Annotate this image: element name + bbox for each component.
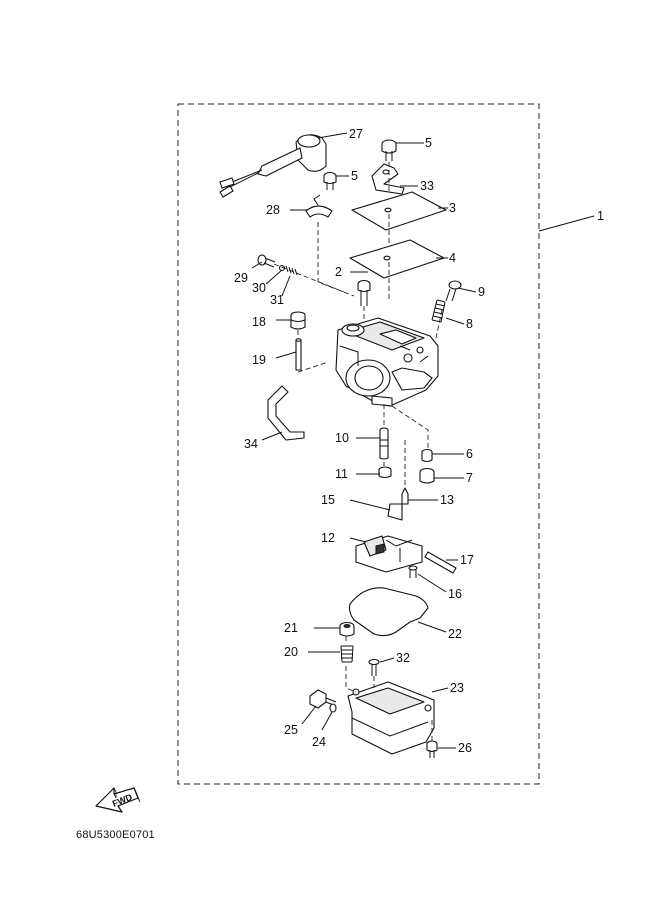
callout-labels: 1 2 3 4 5 5 6 7 8 9 10 11 12 13 15 16 17… <box>234 127 604 755</box>
callout-28: 28 <box>266 203 280 217</box>
part-28-clip <box>305 194 333 218</box>
part-17-float-pin <box>424 551 457 574</box>
callout-9: 9 <box>478 285 485 299</box>
part-12-float <box>355 535 423 573</box>
callout-13: 13 <box>440 493 454 507</box>
part-3-cover <box>351 191 447 231</box>
callout-5-upper: 5 <box>425 136 432 150</box>
carburetor-body <box>335 317 439 407</box>
callout-8: 8 <box>466 317 473 331</box>
part-13-needle-valve <box>401 487 409 505</box>
part-10-nozzle <box>379 427 389 460</box>
part-15-plate <box>387 503 403 521</box>
assembly-boundary <box>177 103 540 785</box>
part-6-plug <box>421 448 433 463</box>
callout-20: 20 <box>284 645 298 659</box>
part-7-cap <box>419 467 435 484</box>
part-24-o-ring <box>329 703 337 713</box>
part-8-spring <box>431 299 446 323</box>
callout-17: 17 <box>460 553 474 567</box>
part-23-float-chamber <box>347 681 435 755</box>
part-19-tube <box>295 338 302 371</box>
callout-29: 29 <box>234 271 248 285</box>
callout-27: 27 <box>349 127 363 141</box>
callout-6: 6 <box>466 447 473 461</box>
part-26-screw <box>426 740 438 758</box>
callout-24: 24 <box>312 735 326 749</box>
callout-5-lower: 5 <box>351 169 358 183</box>
part-5-screw-upper <box>381 139 397 161</box>
callout-22: 22 <box>448 627 462 641</box>
callout-12: 12 <box>321 531 335 545</box>
part-22-gasket <box>348 587 429 637</box>
part-9-screw <box>445 280 462 302</box>
callout-34: 34 <box>244 437 258 451</box>
part-29-screw <box>257 254 276 268</box>
part-5-screw-lower <box>323 171 337 190</box>
part-31-spring <box>285 265 298 276</box>
callout-7: 7 <box>466 471 473 485</box>
callout-30: 30 <box>252 281 266 295</box>
callout-11: 11 <box>335 467 348 481</box>
part-16-screw <box>408 565 418 578</box>
callout-25: 25 <box>284 723 298 737</box>
part-32-screw <box>368 658 380 676</box>
part-4-hole <box>383 255 391 261</box>
alignment-lines <box>273 162 443 742</box>
callout-21: 21 <box>284 621 298 635</box>
part-34-hose <box>267 385 305 441</box>
callout-4: 4 <box>449 251 456 265</box>
callout-33: 33 <box>420 179 434 193</box>
part-2-screw <box>357 279 371 306</box>
part-11-jet <box>378 466 392 479</box>
callout-3: 3 <box>449 201 456 215</box>
part-20-spring <box>340 645 354 663</box>
callout-16: 16 <box>448 587 462 601</box>
part-27-fuel-joint <box>219 134 327 198</box>
callout-10: 10 <box>335 431 349 445</box>
part-3-hole <box>384 207 392 213</box>
callout-19: 19 <box>252 353 266 367</box>
part-33-clamp <box>371 163 405 195</box>
callout-31: 31 <box>270 293 284 307</box>
callout-32: 32 <box>396 651 410 665</box>
part-18-jet <box>290 311 306 330</box>
part-21-bushing <box>339 621 355 637</box>
fwd-arrow-icon: FWD <box>95 787 141 813</box>
callout-23: 23 <box>450 681 464 695</box>
callout-2: 2 <box>335 265 342 279</box>
callout-1: 1 <box>597 209 604 223</box>
leader-lines <box>251 132 595 749</box>
callout-26: 26 <box>458 741 472 755</box>
drawing-code: 68U5300E0701 <box>76 829 155 841</box>
callout-15: 15 <box>321 493 335 507</box>
callout-18: 18 <box>252 315 266 329</box>
